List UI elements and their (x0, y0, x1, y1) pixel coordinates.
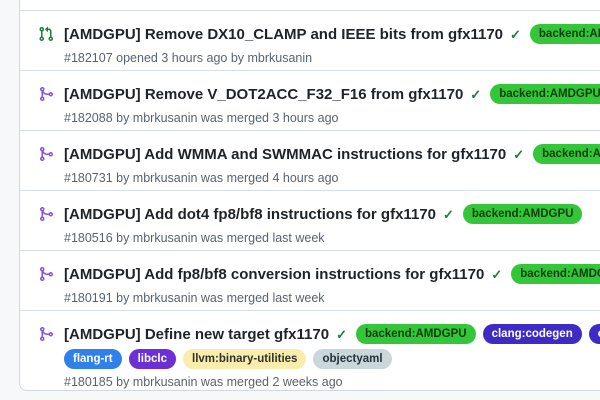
git-merge-icon (38, 146, 54, 162)
pull-request-meta: #180191 by mbrkusanin was merged last we… (64, 291, 325, 305)
label-badge[interactable]: objectyaml (313, 349, 392, 369)
git-pull-request-open-icon (38, 26, 54, 42)
pull-request-row-partial (20, 0, 600, 10)
checks-passed-icon[interactable]: ✓ (513, 146, 525, 162)
pull-request-title-line: [AMDGPU] Add fp8/bf8 conversion instruct… (64, 263, 600, 285)
checks-passed-icon[interactable]: ✓ (336, 326, 347, 342)
pull-request-meta: #180185 by mbrkusanin was merged 2 weeks… (64, 375, 343, 389)
label-badge[interactable]: flang-rt (64, 349, 122, 369)
pull-request-title-line: [AMDGPU] Add WMMA and SWMMAC instruction… (64, 143, 600, 165)
pull-request-title-line: [AMDGPU] Add dot4 fp8/bf8 instructions f… (64, 203, 600, 225)
pull-request-content: [AMDGPU] Add fp8/bf8 conversion instruct… (64, 263, 600, 310)
checks-passed-icon[interactable]: ✓ (510, 26, 521, 42)
pull-request-title-line: [AMDGPU] Define new target gfx1170 ✓ bac… (64, 323, 600, 345)
pull-request-meta: #180516 by mbrkusanin was merged last we… (64, 231, 325, 245)
pull-request-title-link[interactable]: [AMDGPU] Remove DX10_CLAMP and IEEE bits… (64, 25, 503, 43)
pull-request-row: [AMDGPU] Add fp8/bf8 conversion instruct… (20, 250, 600, 310)
label-badge[interactable]: backend:AMDGPU (529, 24, 600, 44)
pull-request-title-line: [AMDGPU] Remove DX10_CLAMP and IEEE bits… (64, 23, 600, 45)
pull-request-title-link[interactable]: [AMDGPU] Add dot4 fp8/bf8 instructions f… (64, 205, 436, 223)
pull-request-title-line: [AMDGPU] Remove V_DOT2ACC_F32_F16 from g… (64, 83, 600, 105)
label-badge[interactable]: backend:AMDGPU (490, 84, 600, 104)
pull-request-title-link[interactable]: [AMDGPU] Add WMMA and SWMMAC instruction… (64, 145, 507, 163)
pull-request-title-link[interactable]: [AMDGPU] Add fp8/bf8 conversion instruct… (64, 265, 485, 283)
pull-request-title-link[interactable]: [AMDGPU] Remove V_DOT2ACC_F32_F16 from g… (64, 85, 464, 103)
label-badge[interactable]: backend:AMDGPU (355, 324, 476, 344)
pull-request-content: [AMDGPU] Remove DX10_CLAMP and IEEE bits… (64, 23, 600, 70)
checks-passed-icon[interactable]: ✓ (470, 86, 482, 102)
checks-passed-icon[interactable]: ✓ (491, 266, 503, 282)
pull-request-row: [AMDGPU] Remove DX10_CLAMP and IEEE bits… (20, 10, 600, 70)
git-merge-icon (38, 266, 54, 282)
pull-request-content: [AMDGPU] Remove V_DOT2ACC_F32_F16 from g… (64, 83, 600, 130)
pull-request-title-link[interactable]: [AMDGPU] Define new target gfx1170 (64, 325, 330, 343)
pull-request-list: [AMDGPU] Remove DX10_CLAMP and IEEE bits… (19, 0, 600, 391)
pull-request-content: [AMDGPU] Define new target gfx1170 ✓ bac… (64, 323, 600, 390)
checks-passed-icon[interactable]: ✓ (442, 206, 454, 222)
git-merge-icon (38, 326, 54, 342)
label-badge[interactable]: clang:codegen (482, 324, 582, 344)
pull-request-content: [AMDGPU] Add WMMA and SWMMAC instruction… (64, 143, 600, 190)
pull-request-labels-line: flang-rt libclc llvm:binary-utilities ob… (57, 349, 600, 369)
pull-request-row: [AMDGPU] Add dot4 fp8/bf8 instructions f… (20, 190, 600, 250)
git-merge-icon (38, 206, 54, 222)
pull-request-content: [AMDGPU] Add dot4 fp8/bf8 instructions f… (64, 203, 600, 250)
git-merge-icon (38, 86, 54, 102)
label-badge[interactable]: backend:AMDGPU (462, 204, 583, 224)
pull-request-meta: #180731 by mbrkusanin was merged 4 hours… (64, 171, 339, 185)
label-badge[interactable]: llvm:binary-utilities (183, 349, 307, 369)
pull-request-row: [AMDGPU] Remove V_DOT2ACC_F32_F16 from g… (20, 70, 600, 130)
label-badge-truncated[interactable]: cl (588, 324, 600, 344)
label-badge[interactable]: libclc (128, 349, 177, 369)
pull-request-meta: #182107 opened 3 hours ago by mbrkusanin (64, 51, 313, 65)
pull-request-meta: #182088 by mbrkusanin was merged 3 hours… (64, 111, 339, 125)
pull-request-row: [AMDGPU] Define new target gfx1170 ✓ bac… (20, 310, 600, 390)
pull-request-row: [AMDGPU] Add WMMA and SWMMAC instruction… (20, 130, 600, 190)
label-badge[interactable]: backend:AMDGPU (511, 264, 600, 284)
label-badge[interactable]: backend:AMDGPU (533, 144, 600, 164)
